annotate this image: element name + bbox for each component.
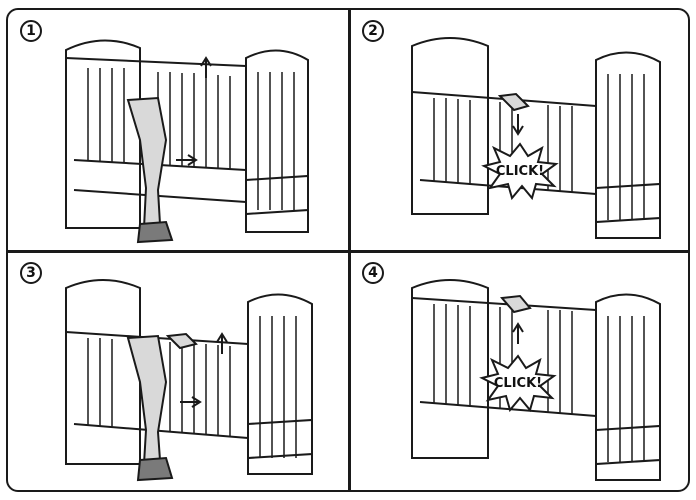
- crib-illustration-1: [65, 39, 309, 244]
- crib-slats: [433, 74, 645, 220]
- click-burst: CLICK!: [481, 142, 559, 201]
- hand-icon: [497, 92, 530, 112]
- step-number-badge: 2: [362, 20, 384, 42]
- crib-bottom-rail: [73, 423, 249, 439]
- crib-slats: [87, 316, 297, 458]
- crib: [411, 279, 661, 481]
- crib-headboard-right: [595, 293, 661, 481]
- crib: [411, 37, 661, 239]
- arrow-up-icon: [512, 322, 524, 344]
- shoe: [136, 220, 174, 244]
- step-number-badge: 3: [20, 262, 42, 284]
- person-legs: [126, 334, 174, 482]
- crib: [65, 39, 309, 233]
- arrow-right-icon: [180, 396, 202, 408]
- arrow-down-icon: [512, 114, 524, 136]
- arrow-up-icon: [216, 332, 228, 354]
- arrow-up-icon: [200, 56, 212, 78]
- step-number-badge: 4: [362, 262, 384, 284]
- click-burst: CLICK!: [479, 354, 557, 413]
- panel-step-3: 3: [8, 252, 348, 490]
- crib-illustration-2: CLICK!: [411, 37, 661, 239]
- crib-drawer: [595, 424, 661, 466]
- crib-base-rail: [73, 189, 247, 203]
- crib-headboard-right: [245, 49, 309, 233]
- hand-icon: [165, 332, 198, 350]
- instruction-sheet: 1: [6, 8, 690, 492]
- crib-top-rail: [411, 297, 597, 311]
- crib-headboard-left: [65, 39, 141, 229]
- crib-illustration-3: [65, 279, 313, 482]
- crib: [65, 279, 313, 475]
- crib-drawer: [245, 174, 309, 216]
- crib-drawer: [247, 418, 313, 460]
- arrow-right-icon: [176, 154, 198, 166]
- step-number-badge: 1: [20, 20, 42, 42]
- panel-step-2: CLICK! 2: [350, 10, 688, 250]
- crib-slats: [87, 68, 295, 210]
- crib-headboard-left: [411, 37, 489, 215]
- crib-slats: [433, 304, 645, 462]
- panel-step-4: CLICK! 4: [350, 252, 688, 490]
- crib-top-rail: [65, 57, 247, 67]
- hand-icon: [500, 294, 532, 314]
- click-text: CLICK!: [496, 164, 544, 179]
- horizontal-divider: [8, 250, 688, 253]
- crib-headboard-left: [411, 279, 489, 459]
- crib-headboard-right: [595, 51, 661, 239]
- crib-illustration-4: CLICK!: [411, 279, 661, 481]
- panel-step-1: 1: [8, 10, 348, 250]
- crib-headboard-right: [247, 293, 313, 475]
- crib-drawer: [595, 182, 661, 224]
- crib-headboard-left: [65, 279, 141, 465]
- crib-bottom-rail: [419, 401, 597, 417]
- shoe: [136, 456, 174, 482]
- click-text: CLICK!: [494, 376, 542, 391]
- person-legs: [126, 96, 174, 244]
